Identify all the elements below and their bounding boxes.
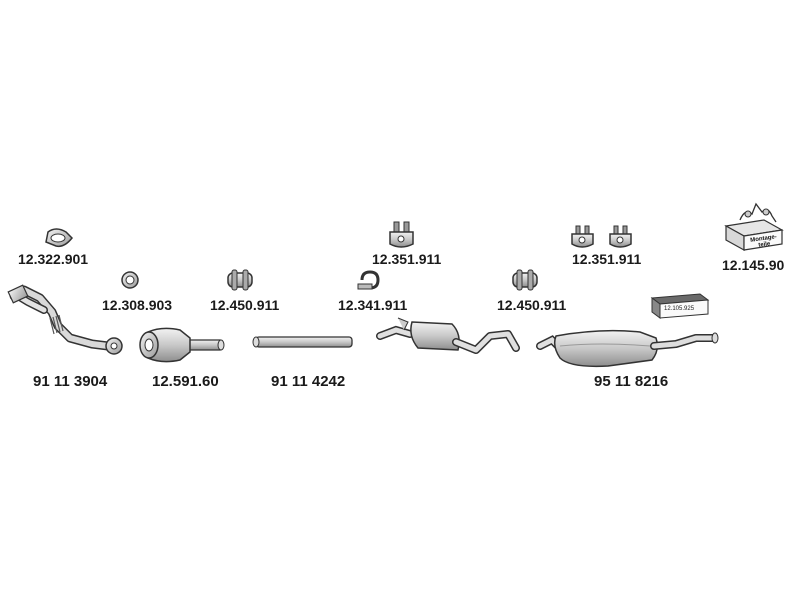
rubber-hanger-part xyxy=(389,221,414,248)
gasket-part xyxy=(45,228,74,248)
part-number-clamp-a: 12.450.911 xyxy=(210,297,280,313)
part-number-label-box: 12.105.925 xyxy=(664,306,695,312)
part-number-mounting-kit: 12.145.90 xyxy=(722,257,785,273)
rear-silencer-part xyxy=(536,329,719,368)
pipe-clamp-part xyxy=(357,270,380,290)
rubber-hanger-pair-part xyxy=(571,225,632,248)
part-number-middle-pipe: 91 11 4242 xyxy=(271,373,346,390)
mounting-kit-box xyxy=(724,202,784,252)
part-number-front-pipe: 91 11 3904 xyxy=(33,373,108,390)
label-box-part xyxy=(650,293,710,319)
part-number-rear-silencer: 95 11 8216 xyxy=(594,373,669,390)
front-pipe-part xyxy=(7,284,123,355)
part-number-hanger-pair: 12.351.911 xyxy=(572,251,642,267)
clamp-part-a xyxy=(227,269,253,291)
catalyst-part xyxy=(139,327,225,363)
part-number-catalyst: 12.591.60 xyxy=(152,373,219,390)
part-number-gasket: 12.322.901 xyxy=(18,251,89,267)
sealing-ring-part xyxy=(121,271,139,289)
part-number-clamp-b: 12.450.911 xyxy=(497,297,567,313)
clamp-part-b xyxy=(512,269,538,291)
centre-silencer-part xyxy=(376,317,520,354)
part-number-hanger-a: 12.351.911 xyxy=(372,251,442,267)
middle-pipe-part xyxy=(252,336,353,348)
part-number-sealing-ring: 12.308.903 xyxy=(102,297,173,313)
part-number-pipe-clamp: 12.341.911 xyxy=(338,297,408,313)
